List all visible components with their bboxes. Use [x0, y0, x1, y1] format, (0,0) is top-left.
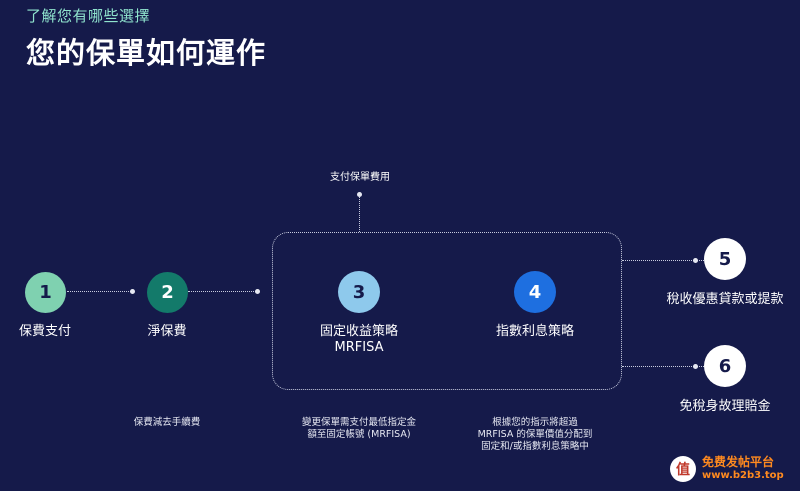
connector-1-2 — [67, 291, 131, 292]
net-premium-note: 保費減去手續費 — [133, 417, 201, 428]
watermark: 值 免费发帖平台 www.b2b3.top — [670, 455, 784, 483]
step-5-label: 稅收優惠貸款或提款 — [666, 292, 784, 307]
watermark-line-2: www.b2b3.top — [702, 470, 784, 481]
allocation-box — [272, 232, 622, 390]
connector-2-box — [188, 291, 256, 292]
connector-box-5 — [622, 260, 704, 261]
watermark-logo-icon: 值 — [670, 456, 696, 482]
connector-box-6 — [622, 366, 704, 367]
note-line: 額至固定帳號 (MRFISA) — [307, 429, 411, 440]
note-line: 變更保單需支付最低指定金 — [301, 417, 416, 428]
index-strategy-note: 根據您的指示將超過 MRFISA 的保單價值分配到 固定和/或指數利息策略中 — [455, 417, 615, 453]
step-6-label: 免稅身故理賠金 — [679, 399, 771, 414]
step-2-circle: 2 — [147, 272, 188, 313]
connector-dot — [693, 364, 698, 369]
step-1-circle: 1 — [25, 272, 66, 313]
fixed-strategy-note: 變更保單需支付最低指定金 額至固定帳號 (MRFISA) — [279, 417, 439, 441]
vertical-connector — [359, 197, 360, 232]
connector-dot — [357, 192, 362, 197]
connector-dot — [130, 289, 135, 294]
step-6-circle: 6 — [704, 345, 746, 387]
step-3-circle: 3 — [338, 271, 380, 313]
pay-premium-label: 支付保單費用 — [330, 172, 390, 183]
connector-dot — [255, 289, 260, 294]
step-3-sublabel: MRFISA — [334, 340, 384, 355]
step-4-circle: 4 — [514, 271, 556, 313]
step-2-label: 淨保費 — [147, 324, 187, 339]
step-1-label: 保費支付 — [18, 324, 71, 339]
note-line: MRFISA 的保單價值分配到 — [477, 429, 593, 440]
step-5-circle: 5 — [704, 238, 746, 280]
section-kicker: 了解您有哪些選擇 — [26, 7, 151, 25]
step-4-label: 指數利息策略 — [495, 324, 574, 339]
note-line: 根據您的指示將超過 — [492, 417, 578, 428]
step-3-label: 固定收益策略 — [319, 324, 398, 339]
connector-dot — [693, 258, 698, 263]
page-title: 您的保單如何運作 — [26, 36, 267, 70]
note-line: 固定和/或指數利息策略中 — [481, 441, 589, 452]
watermark-line-1: 免费发帖平台 — [702, 455, 775, 469]
